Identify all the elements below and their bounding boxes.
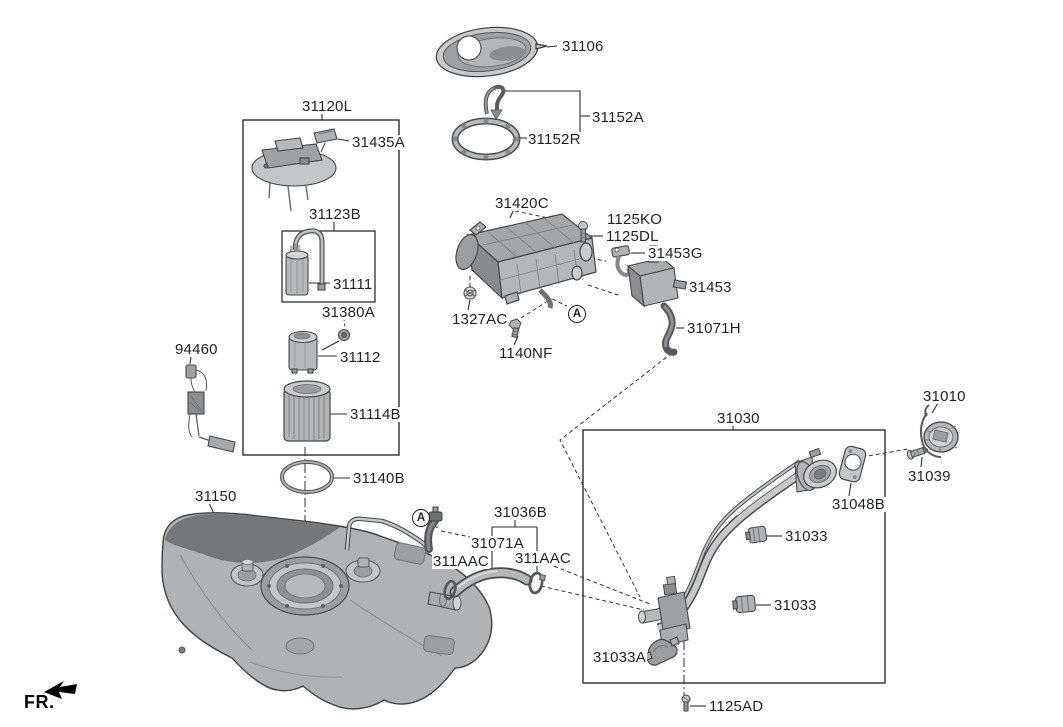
part-label-31048B: 31048B xyxy=(831,496,886,513)
pump-plate-drawing xyxy=(251,128,338,212)
ref-marker-a-canister: A xyxy=(568,305,586,323)
pipe-clamp-upper-drawing xyxy=(744,525,768,544)
part-label-31453G: 31453G xyxy=(647,245,704,262)
part-label-1125KO: 1125KO xyxy=(606,211,664,228)
front-direction-arrow xyxy=(44,681,77,699)
part-label-31071H: 31071H xyxy=(686,320,742,337)
part-label-31435A: 31435A xyxy=(351,134,406,151)
part-label-31039: 31039 xyxy=(907,468,952,485)
part-label-31010: 31010 xyxy=(922,388,967,405)
ref-marker-a-tank: A xyxy=(412,509,430,527)
fuel-sender-drawing xyxy=(185,364,236,453)
grommet-drawing xyxy=(463,286,477,300)
sump-cover-drawing xyxy=(435,26,548,78)
centerlines xyxy=(304,447,685,695)
fuel-pump-drawing xyxy=(285,228,326,296)
part-label-31152R: 31152R xyxy=(527,131,582,148)
part-label-31106: 31106 xyxy=(561,38,605,55)
part-label-31033-lower: 31033 xyxy=(773,597,818,614)
tank-bolt-drawing xyxy=(508,318,522,339)
part-label-1140NF: 1140NF xyxy=(498,345,554,362)
fuel-tank-drawing xyxy=(161,512,493,710)
part-label-31033-upper: 31033 xyxy=(784,528,829,545)
part-label-31030: 31030 xyxy=(716,410,761,427)
housing-screw-drawing xyxy=(906,446,929,460)
pump-nut-drawing xyxy=(337,317,351,342)
part-label-311AAC-left: 311AAC xyxy=(432,553,490,570)
part-label-31036B: 31036B xyxy=(493,504,548,521)
lock-ring-clip-drawing xyxy=(483,84,506,120)
part-label-31033A: 31033A xyxy=(592,649,647,666)
filler-gasket-drawing xyxy=(838,445,867,483)
part-label-1327AC: 1327AC xyxy=(451,311,509,328)
part-label-31112: 31112 xyxy=(339,349,382,366)
part-label-31114B: 31114B xyxy=(349,406,402,423)
group-box-31123B xyxy=(281,230,376,303)
bracket-bolt-drawing xyxy=(681,694,691,712)
tank-oring-drawing xyxy=(280,460,334,494)
part-label-31123B: 31123B xyxy=(308,206,362,223)
part-label-31420C: 31420C xyxy=(494,195,550,212)
filler-hose-drawing xyxy=(443,567,547,601)
part-label-31140B: 31140B xyxy=(352,470,406,487)
part-label-31152A: 31152A xyxy=(591,109,645,126)
part-label-31150: 31150 xyxy=(194,488,238,505)
part-label-1125AD: 1125AD xyxy=(708,698,765,715)
pipe-bracket-drawing xyxy=(642,636,680,666)
part-label-31120L: 31120L xyxy=(301,98,354,115)
group-box-31120L xyxy=(242,119,400,456)
part-label-94460: 94460 xyxy=(174,341,219,358)
filler-pipe-drawing xyxy=(638,447,837,647)
part-label-311AAC-right: 311AAC xyxy=(514,550,572,567)
vent-hose-drawing xyxy=(660,302,678,356)
part-label-31380A: 31380A xyxy=(321,304,376,321)
part-label-31453: 31453 xyxy=(688,279,733,296)
part-label-31071A: 31071A xyxy=(470,535,525,552)
lock-ring-drawing xyxy=(451,117,521,161)
pipe-clamp-lower-drawing xyxy=(732,594,756,614)
canister-drawing xyxy=(455,213,597,309)
front-direction-label: FR. xyxy=(24,692,55,712)
filter-body-drawing xyxy=(283,380,331,442)
canister-bolt-drawing xyxy=(578,221,588,243)
fuel-cap-drawing xyxy=(919,404,959,458)
canister-fitting-drawing xyxy=(611,245,632,278)
group-box-31030 xyxy=(582,429,886,684)
filter-cup-drawing xyxy=(288,330,318,374)
tank-vent-tube-drawing xyxy=(344,506,443,553)
part-label-1125DL: 1125DL xyxy=(605,228,660,245)
part-label-31111: 31111 xyxy=(332,276,374,293)
sub-canister-drawing xyxy=(626,245,688,308)
